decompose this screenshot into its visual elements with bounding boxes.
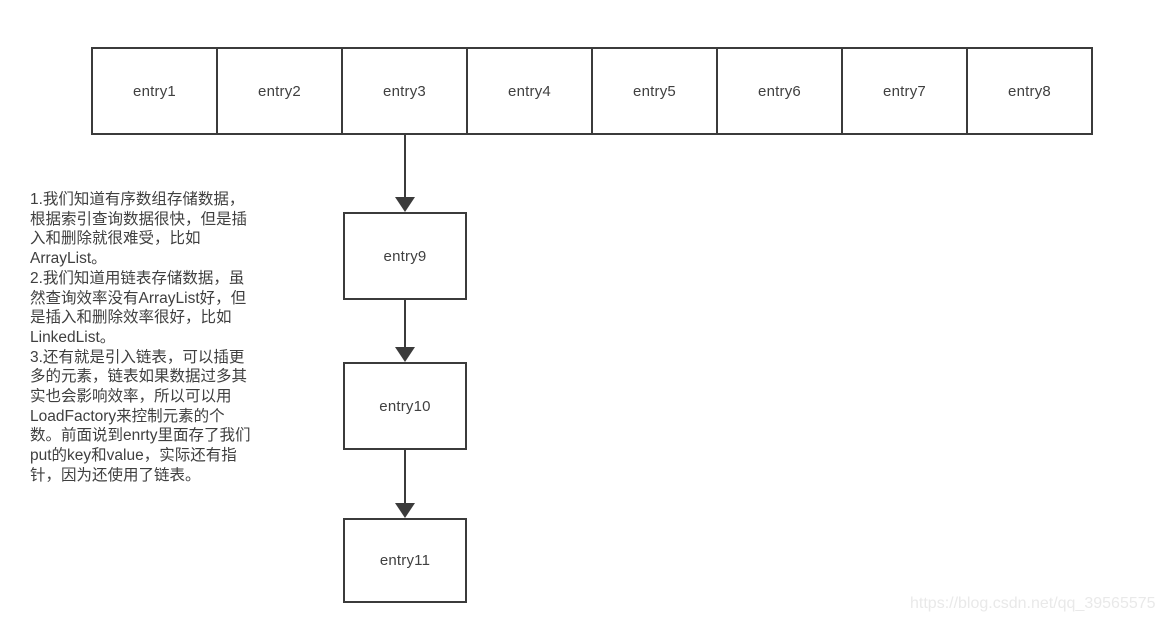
- note-line: 数。前面说到enrty里面存了我们: [30, 427, 251, 445]
- note-line: 1.我们知道有序数组存储数据，: [30, 191, 245, 208]
- array-cell-entry7: entry7: [841, 49, 966, 133]
- arrow-line-entry10-to-entry11: [404, 450, 406, 504]
- note-line: 3.还有就是引入链表，可以插更: [30, 348, 245, 366]
- array-cell-entry2: entry2: [216, 49, 341, 133]
- note-line: 入和删除就很难受，比如: [30, 230, 201, 248]
- array-cell-label: entry2: [258, 82, 301, 100]
- array-cell-entry3: entry3: [341, 49, 466, 133]
- note-line: 根据索引查询数据很快，但是插: [30, 210, 248, 228]
- entry-array-row: entry1 entry2 entry3 entry4 entry5 entry…: [91, 47, 1093, 135]
- arrow-line-entry9-to-entry10: [404, 300, 406, 348]
- array-cell-label: entry1: [133, 82, 176, 100]
- array-cell-label: entry5: [633, 82, 676, 100]
- array-cell-entry8: entry8: [966, 49, 1091, 133]
- array-cell-entry5: entry5: [591, 49, 716, 133]
- note-line: 然查询效率没有ArrayList好，但: [30, 289, 247, 307]
- chain-node-entry11: entry11: [343, 518, 467, 603]
- array-cell-label: entry6: [758, 82, 801, 100]
- note-text-block: 1.我们知道有序数组存储数据， 根据索引查询数据很快，但是插 入和删除就很难受，…: [30, 190, 320, 486]
- note-line: 2.我们知道用链表存储数据，虽: [30, 269, 245, 287]
- chain-node-entry10: entry10: [343, 362, 467, 450]
- note-line: 多的元素，链表如果数据过多其: [30, 368, 248, 386]
- watermark-url: https://blog.csdn.net/qq_39565575: [910, 595, 1156, 612]
- note-line: LoadFactory来控制元素的个: [30, 407, 225, 425]
- chain-node-label: entry11: [379, 552, 431, 569]
- note-line: ArrayList。: [30, 250, 107, 268]
- arrow-line-entry3-to-entry9: [404, 135, 406, 198]
- array-cell-label: entry4: [508, 82, 551, 100]
- arrowhead-down-icon: [395, 503, 415, 518]
- arrowhead-down-icon: [395, 347, 415, 362]
- note-line: 实也会影响效率，所以可以用: [30, 388, 232, 406]
- note-line: put的key和value，实际还有指: [30, 447, 237, 465]
- chain-node-label: entry9: [383, 247, 427, 265]
- note-line: 是插入和删除效率很好，比如: [30, 309, 232, 327]
- chain-node-label: entry10: [379, 397, 431, 415]
- array-cell-entry4: entry4: [466, 49, 591, 133]
- chain-node-entry9: entry9: [343, 212, 467, 300]
- array-cell-label: entry8: [1008, 82, 1051, 100]
- array-cell-label: entry7: [883, 82, 926, 100]
- note-line: LinkedList。: [30, 328, 116, 346]
- array-cell-label: entry3: [383, 82, 426, 100]
- note-line: 针，因为还使用了链表。: [30, 466, 201, 484]
- array-cell-entry1: entry1: [93, 49, 216, 133]
- arrowhead-down-icon: [395, 197, 415, 212]
- array-cell-entry6: entry6: [716, 49, 841, 133]
